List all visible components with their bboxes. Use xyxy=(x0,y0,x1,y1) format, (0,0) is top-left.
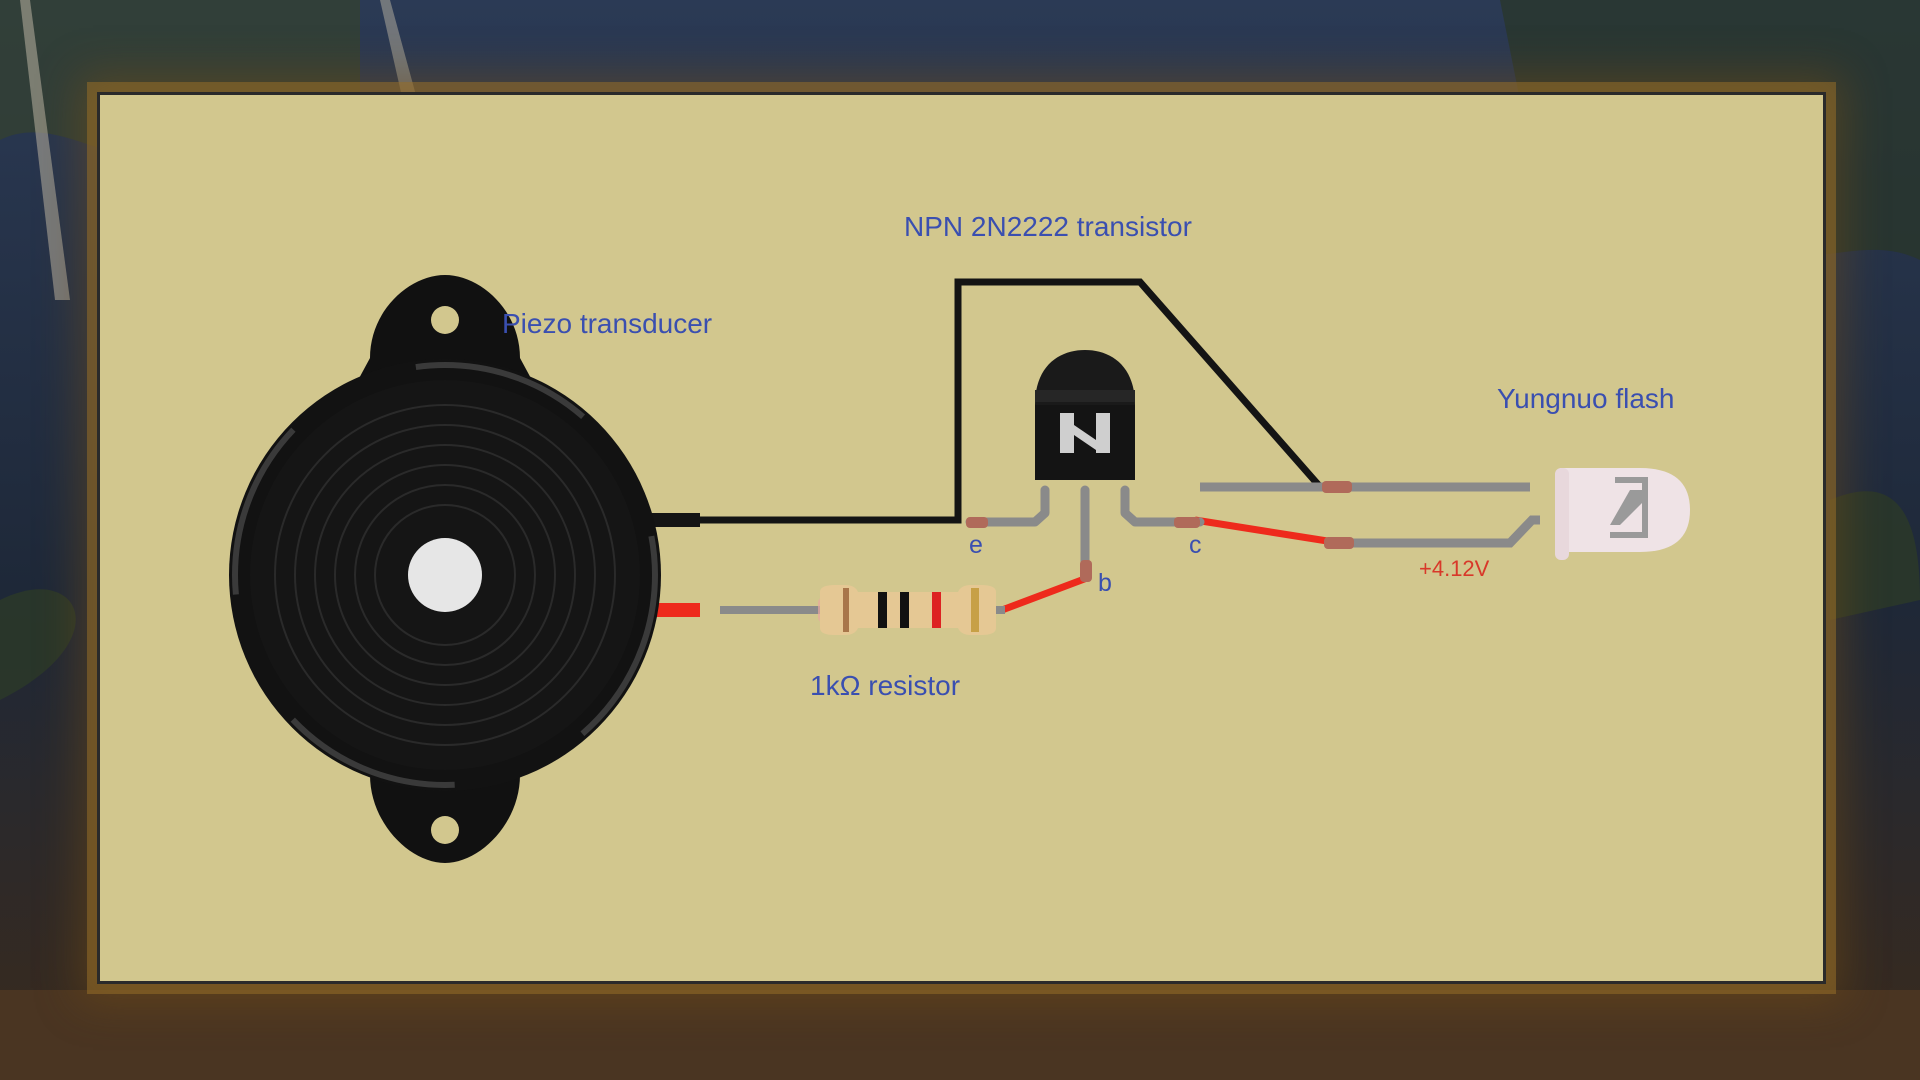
lead-tips xyxy=(966,517,1200,582)
resistor-label: 1kΩ resistor xyxy=(810,670,961,701)
pin-b-label: b xyxy=(1098,569,1112,597)
pin-e-label: e xyxy=(969,531,983,559)
pin-c-label: c xyxy=(1189,531,1202,559)
voltage-label: +4.12V xyxy=(1419,556,1490,581)
led-flash-icon xyxy=(1200,468,1690,560)
to92-transistor-icon xyxy=(1035,350,1135,480)
red-wire-collector xyxy=(1194,516,1341,547)
diagram-board: NPN 2N2222 transistor Piezo transducer Y… xyxy=(97,92,1826,984)
flash-label: Yungnuo flash xyxy=(1497,383,1675,414)
piezo-buzzer-icon xyxy=(229,275,661,863)
resistor-icon xyxy=(720,585,1005,635)
circuit-drawing xyxy=(229,275,1690,863)
piezo-label: Piezo transducer xyxy=(502,308,713,339)
transistor-label: NPN 2N2222 transistor xyxy=(904,211,1192,242)
black-wire xyxy=(613,278,1325,524)
